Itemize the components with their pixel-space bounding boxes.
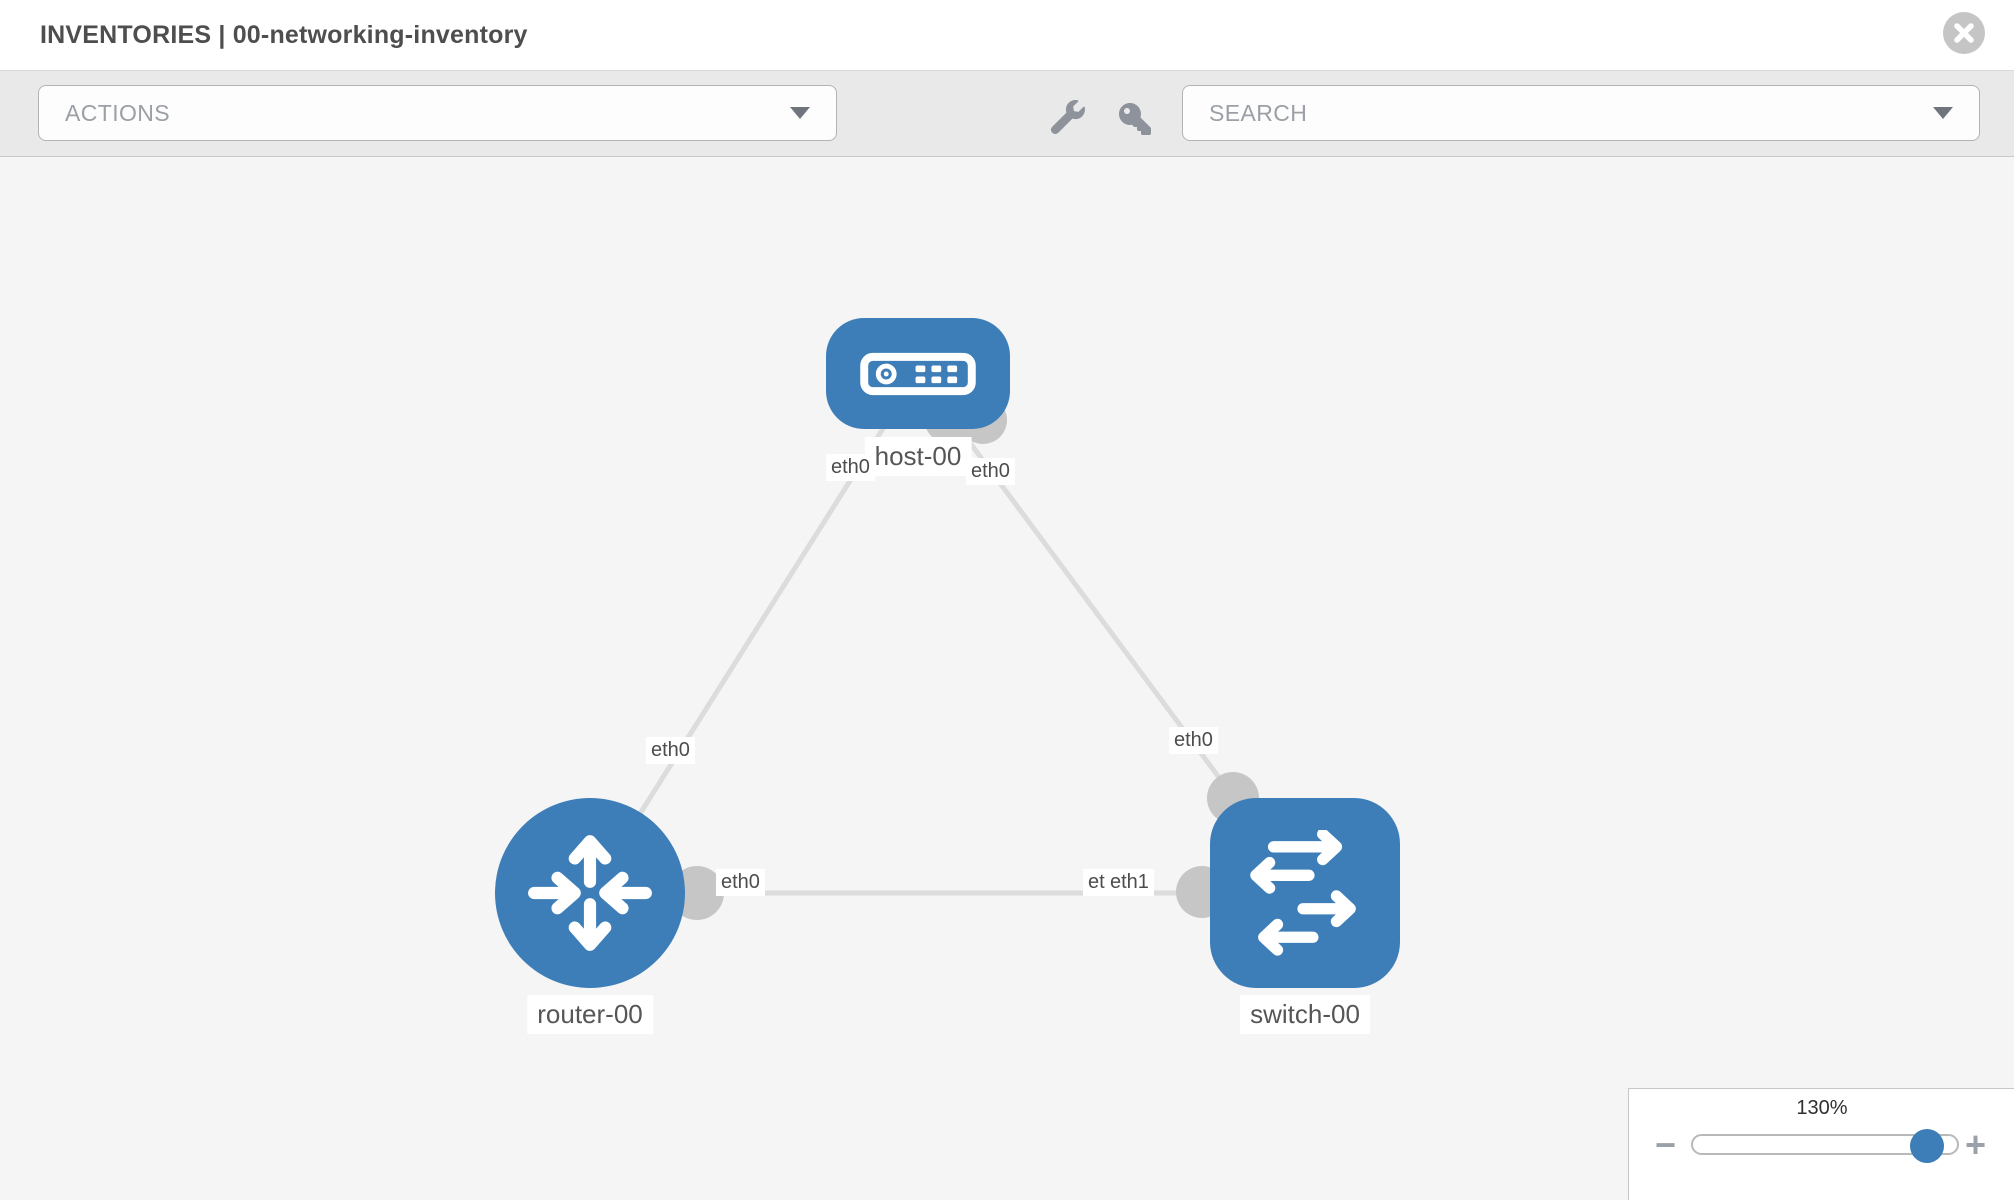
interface-label-switch-eth0: eth0 xyxy=(1169,727,1218,754)
topology-canvas[interactable]: host-00 router-00 switch-00 eth0 eth0 et… xyxy=(0,157,2014,1200)
header-bar: INVENTORIES | 00-networking-inventory xyxy=(0,0,2014,71)
links-layer xyxy=(587,371,1308,920)
zoom-percentage: 130% xyxy=(1796,1097,1848,1119)
page-title: INVENTORIES | 00-networking-inventory xyxy=(40,20,528,49)
actions-dropdown[interactable]: ACTIONS xyxy=(38,85,837,141)
node-host-00[interactable] xyxy=(826,318,1010,429)
switch-arrows-icon xyxy=(1250,830,1356,956)
chevron-down-icon xyxy=(1933,107,1953,119)
node-label-router-00: router-00 xyxy=(527,995,653,1034)
search-dropdown[interactable]: SEARCH xyxy=(1182,85,1980,141)
interface-label-host-eth0-a: eth0 xyxy=(826,454,875,481)
zoom-out-button[interactable]: − xyxy=(1655,1124,1677,1165)
wrench-icon xyxy=(1051,100,1085,134)
interface-label-router-eth0-b: eth0 xyxy=(716,869,765,896)
route-arrows-icon xyxy=(528,835,652,951)
close-button[interactable] xyxy=(1943,12,1985,54)
interface-label-host-eth0-b: eth0 xyxy=(966,458,1015,485)
zoom-widget: 130% − + xyxy=(1628,1088,2014,1200)
interface-label-switch-eth1: eth1 xyxy=(1105,869,1154,896)
configure-button[interactable] xyxy=(1049,98,1087,136)
node-router-00[interactable] xyxy=(495,798,685,988)
credentials-button[interactable] xyxy=(1116,100,1154,138)
search-placeholder: SEARCH xyxy=(1209,99,1308,126)
chevron-down-icon xyxy=(790,107,810,119)
node-switch-00[interactable] xyxy=(1210,798,1400,988)
zoom-slider-track[interactable] xyxy=(1691,1129,1959,1163)
interface-label-router-eth0-a: eth0 xyxy=(646,737,695,764)
key-icon xyxy=(1119,103,1151,135)
x-circle-icon xyxy=(1954,23,1974,43)
toolbar: ACTIONS SEARCH xyxy=(0,71,2014,157)
zoom-in-button[interactable]: + xyxy=(1965,1124,1987,1165)
zoom-slider-handle[interactable] xyxy=(1910,1129,1944,1163)
node-label-switch-00: switch-00 xyxy=(1240,995,1370,1034)
actions-dropdown-label: ACTIONS xyxy=(65,99,171,126)
server-icon xyxy=(860,352,976,395)
node-label-host-00: host-00 xyxy=(864,437,972,476)
